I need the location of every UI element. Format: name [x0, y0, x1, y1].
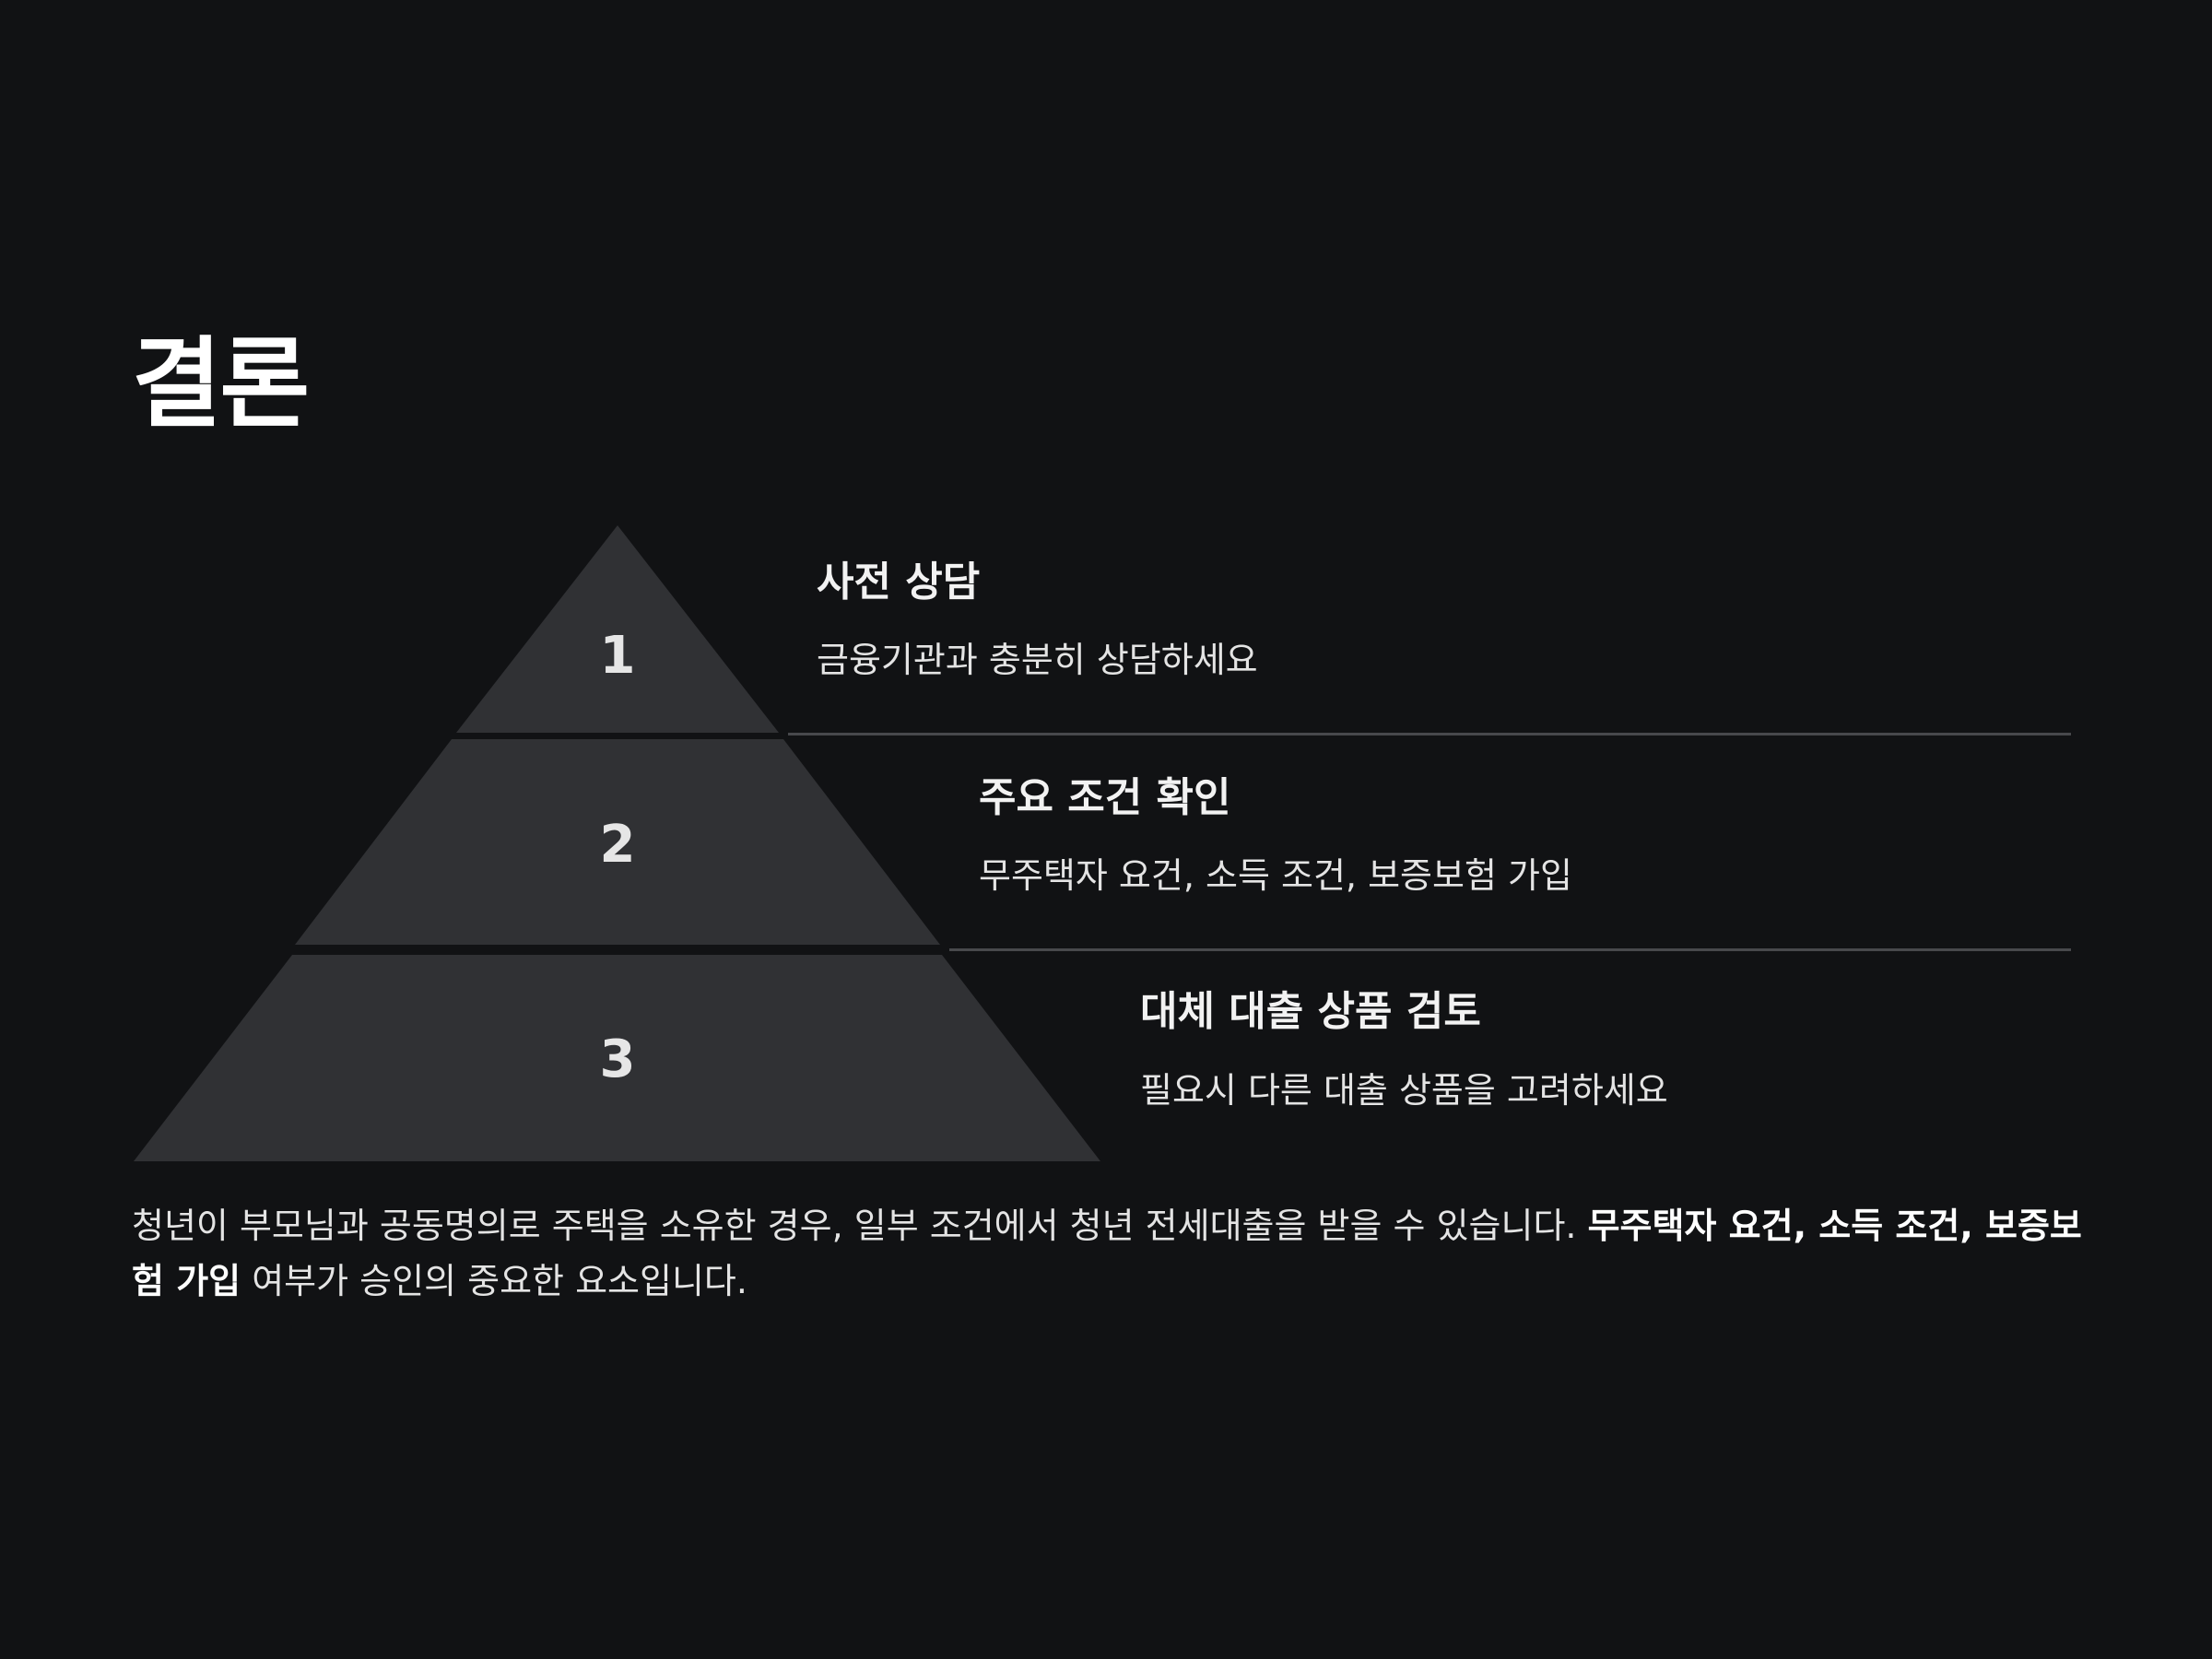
level-2-heading: 주요 조건 확인	[979, 774, 1231, 821]
pyramid-tier-2	[295, 739, 940, 945]
tier-number-1: 1	[600, 626, 636, 686]
tier-number-2: 2	[600, 815, 636, 875]
summary-separator-2: ,	[1959, 1206, 1986, 1246]
summary-tail: 여부가 승인의 중요한 요소입니다.	[241, 1261, 747, 1301]
level-1-heading: 사전 상담	[817, 559, 981, 606]
summary-paragraph: 청년이 부모님과 공동명의로 주택을 소유한 경우, 일부 조건에서 청년 전세…	[132, 1198, 2104, 1309]
summary-term-income: 소득 조건	[1818, 1206, 1960, 1246]
page-title: 결론	[132, 327, 310, 441]
summary-term-homeless: 무주택자 요건	[1587, 1206, 1794, 1246]
pyramid-tier-1	[456, 525, 779, 733]
level-3-description: 필요시 다른 대출 상품을 고려하세요	[1140, 1070, 1668, 1111]
divider-1	[788, 733, 2071, 735]
summary-separator-1: ,	[1793, 1206, 1819, 1246]
tier-number-3: 3	[600, 1030, 636, 1089]
summary-term-insurance: 보증보험 가입	[132, 1206, 2082, 1301]
summary-lead: 청년이 부모님과 공동명의로 주택을 소유한 경우, 일부 조건에서 청년 전세…	[132, 1206, 1588, 1246]
level-1-description: 금융기관과 충분히 상담하세요	[817, 640, 1258, 680]
level-3-heading: 대체 대출 상품 검토	[1140, 988, 1481, 1035]
divider-2	[949, 948, 2071, 951]
level-2-description: 무주택자 요건, 소득 조건, 보증보험 가입	[979, 855, 1572, 896]
pyramid-tier-3	[134, 955, 1100, 1161]
